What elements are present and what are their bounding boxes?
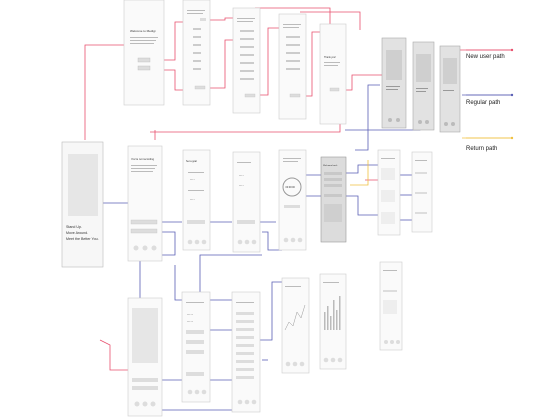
splash-image-placeholder	[68, 154, 98, 216]
svg-text:• • • •: • • • •	[239, 185, 244, 187]
screen-return-1	[381, 37, 407, 129]
svg-text:• • • •: • • • •	[239, 175, 244, 177]
thankyou-continue-button[interactable]	[329, 87, 340, 92]
svg-text:• • • • •: • • • • •	[187, 321, 193, 323]
welcome-back-title: Welcome back	[323, 165, 338, 167]
svg-text:• • • •: • • • •	[190, 179, 195, 181]
schedule-save-button[interactable]	[237, 220, 255, 224]
onboard-2-next-button[interactable]	[244, 93, 256, 98]
profile-edit-button[interactable]	[132, 378, 158, 382]
screen-onboard-2	[232, 7, 261, 114]
screen-activity-2	[411, 151, 433, 233]
set-goal-title: Set a goal	[186, 160, 197, 163]
stop-recording-button[interactable]	[284, 205, 300, 208]
legend-return-label: Return path	[466, 146, 497, 152]
screen-onboard-1	[182, 0, 211, 106]
screen-welcome: Welcome to Medigi	[123, 0, 165, 106]
stats-line-graph	[284, 304, 306, 331]
splash-line-2: Move Around.	[66, 231, 88, 235]
not-recording-title: You're not recording	[131, 157, 155, 161]
splash-line-1: Stand Up.	[66, 225, 82, 229]
legend-new-user-label: New user path	[466, 54, 505, 60]
settings-save-button[interactable]	[186, 372, 204, 376]
screen-schedule: • • • • • • • •	[232, 151, 261, 253]
timer-value: 00:00:00	[286, 186, 296, 189]
screen-profile	[127, 297, 163, 417]
screen-detail-small	[379, 261, 403, 351]
screen-settings-detail	[231, 291, 261, 413]
screen-splash: Stand Up. Move Around. Meet the Better Y…	[61, 141, 104, 268]
screen-recording: 00:00:00	[278, 149, 307, 251]
timer-ring	[282, 177, 302, 197]
legend: New user path Regular path Return path	[466, 48, 514, 152]
screen-settings: • • • • • • • • • •	[181, 291, 211, 403]
splash-line-3: Meet the Better You.	[66, 237, 99, 241]
screen-set-goal: Set a goal • • • • • • • •	[182, 149, 211, 251]
legend-regular-label: Regular path	[466, 100, 500, 106]
screen-onboard-3	[278, 13, 307, 120]
welcome-login-button[interactable]	[137, 65, 151, 71]
stats-bar-graph	[324, 296, 341, 330]
settings-button[interactable]	[130, 228, 158, 234]
onboard-1-next-button[interactable]	[194, 85, 206, 90]
screen-thankyou: Thank you!	[319, 23, 347, 125]
thankyou-title: Thank you!	[324, 56, 336, 59]
screen-not-recording: You're not recording	[127, 145, 163, 262]
screen-stats-bar	[319, 273, 347, 370]
screen-welcome-back: Welcome back	[320, 156, 347, 243]
welcome-start-button[interactable]	[137, 57, 151, 63]
start-recording-button[interactable]	[130, 219, 158, 225]
screen-activity-1	[377, 149, 401, 236]
onboard-3-next-button[interactable]	[289, 93, 301, 98]
screen-return-2	[412, 41, 435, 131]
welcome-title: Welcome to Medigi	[130, 29, 156, 33]
screen-return-3	[439, 45, 461, 133]
set-goal-save-button[interactable]	[187, 220, 205, 224]
screen-stats-line	[281, 277, 310, 374]
svg-text:• • • • •: • • • • •	[187, 314, 193, 316]
svg-text:• • • •: • • • •	[190, 199, 195, 201]
